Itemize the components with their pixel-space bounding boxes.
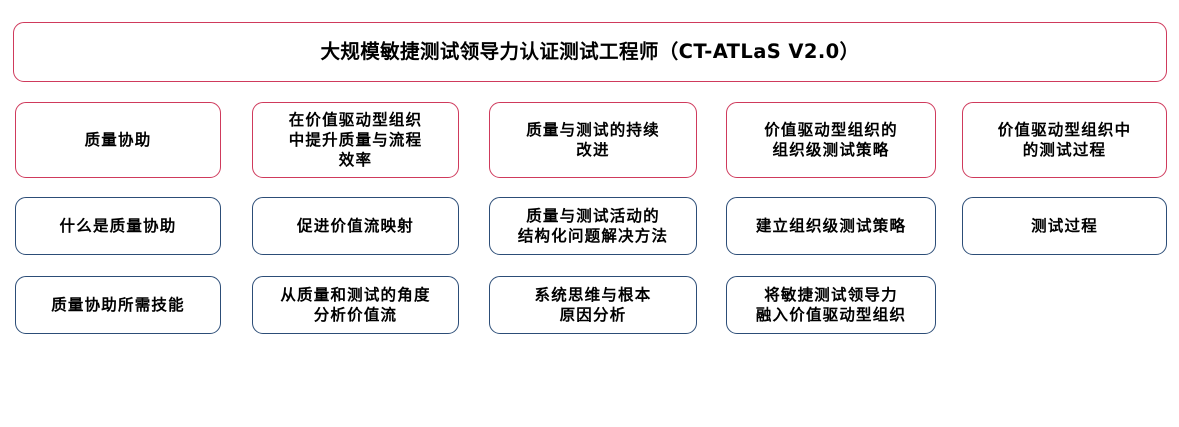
node-level3-col2[interactable]: 从质量和测试的角度 分析价值流 bbox=[252, 276, 459, 334]
node-label: 质量协助所需技能 bbox=[51, 295, 185, 314]
diagram-title-box: 大规模敏捷测试领导力认证测试工程师（CT-ATLaS V2.0） bbox=[13, 22, 1167, 82]
node-label: 测试过程 bbox=[1031, 216, 1098, 235]
node-label: 价值驱动型组织的 组织级测试策略 bbox=[764, 120, 898, 159]
node-label: 系统思维与根本 原因分析 bbox=[534, 285, 652, 324]
node-level2-col5[interactable]: 测试过程 bbox=[962, 197, 1167, 255]
node-label: 质量与测试活动的 结构化问题解决方法 bbox=[517, 206, 669, 245]
node-level1-col2[interactable]: 在价值驱动型组织 中提升质量与流程 效率 bbox=[252, 102, 459, 178]
node-level1-col1[interactable]: 质量协助 bbox=[15, 102, 221, 178]
node-label: 什么是质量协助 bbox=[59, 216, 177, 235]
node-level2-col3[interactable]: 质量与测试活动的 结构化问题解决方法 bbox=[489, 197, 697, 255]
node-level3-col4[interactable]: 将敏捷测试领导力 融入价值驱动型组织 bbox=[726, 276, 936, 334]
node-level1-col5[interactable]: 价值驱动型组织中 的测试过程 bbox=[962, 102, 1167, 178]
node-label: 质量协助 bbox=[84, 130, 152, 149]
node-level2-col4[interactable]: 建立组织级测试策略 bbox=[726, 197, 936, 255]
node-level1-col3[interactable]: 质量与测试的持续 改进 bbox=[489, 102, 697, 178]
node-level3-col3[interactable]: 系统思维与根本 原因分析 bbox=[489, 276, 697, 334]
node-level2-col1[interactable]: 什么是质量协助 bbox=[15, 197, 221, 255]
node-label: 在价值驱动型组织 中提升质量与流程 效率 bbox=[288, 110, 423, 170]
node-label: 质量与测试的持续 改进 bbox=[526, 120, 660, 159]
node-label: 价值驱动型组织中 的测试过程 bbox=[997, 120, 1132, 159]
node-label: 建立组织级测试策略 bbox=[755, 216, 907, 235]
node-level2-col2[interactable]: 促进价值流映射 bbox=[252, 197, 459, 255]
page-title: 大规模敏捷测试领导力认证测试工程师（CT-ATLaS V2.0） bbox=[320, 40, 860, 64]
node-label: 从质量和测试的角度 分析价值流 bbox=[280, 285, 431, 324]
node-label: 将敏捷测试领导力 融入价值驱动型组织 bbox=[755, 285, 907, 324]
node-level3-col1[interactable]: 质量协助所需技能 bbox=[15, 276, 221, 334]
node-level1-col4[interactable]: 价值驱动型组织的 组织级测试策略 bbox=[726, 102, 936, 178]
node-label: 促进价值流映射 bbox=[297, 216, 414, 235]
